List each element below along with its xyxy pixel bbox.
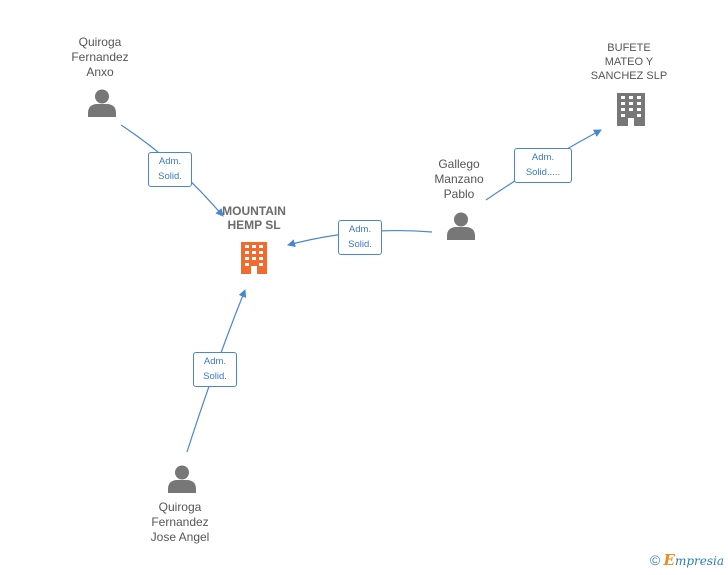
- building-icon-mountain[interactable]: [241, 242, 267, 274]
- person-icon[interactable]: [447, 212, 475, 241]
- node-label-quiroga-fernandez-jose-angel[interactable]: Quiroga Fernandez Jose Angel: [150, 500, 210, 544]
- brand-initial: E: [663, 551, 675, 569]
- brand-name: mpresia: [674, 554, 724, 568]
- node-label-bufete-mateo-y-sanchez[interactable]: BUFETE MATEO Y SANCHEZ SLP: [590, 42, 668, 82]
- footer-brand: © Empresia: [650, 551, 724, 569]
- edge-label-gallego-mountain-adm-solid[interactable]: Adm. Solid.: [338, 220, 382, 255]
- node-label-quiroga-fernandez-anxo[interactable]: Quiroga Fernandez Anxo: [71, 35, 129, 79]
- node-label-gallego-manzano-pablo[interactable]: Gallego Manzano Pablo: [434, 157, 484, 201]
- building-icon-bufete[interactable]: [617, 93, 645, 126]
- edge-label-gallego-bufete-adm-solid[interactable]: Adm. Solid.....: [514, 148, 572, 183]
- person-icon[interactable]: [168, 465, 196, 494]
- node-label-mountain-hemp[interactable]: MOUNTAIN HEMP SL: [222, 204, 286, 232]
- edge-label-anxo-adm-solid[interactable]: Adm. Solid.: [148, 152, 192, 187]
- edge-label-jose-adm-solid[interactable]: Adm. Solid.: [193, 352, 237, 387]
- person-icon[interactable]: [88, 89, 116, 118]
- copyright-icon: ©: [649, 552, 661, 568]
